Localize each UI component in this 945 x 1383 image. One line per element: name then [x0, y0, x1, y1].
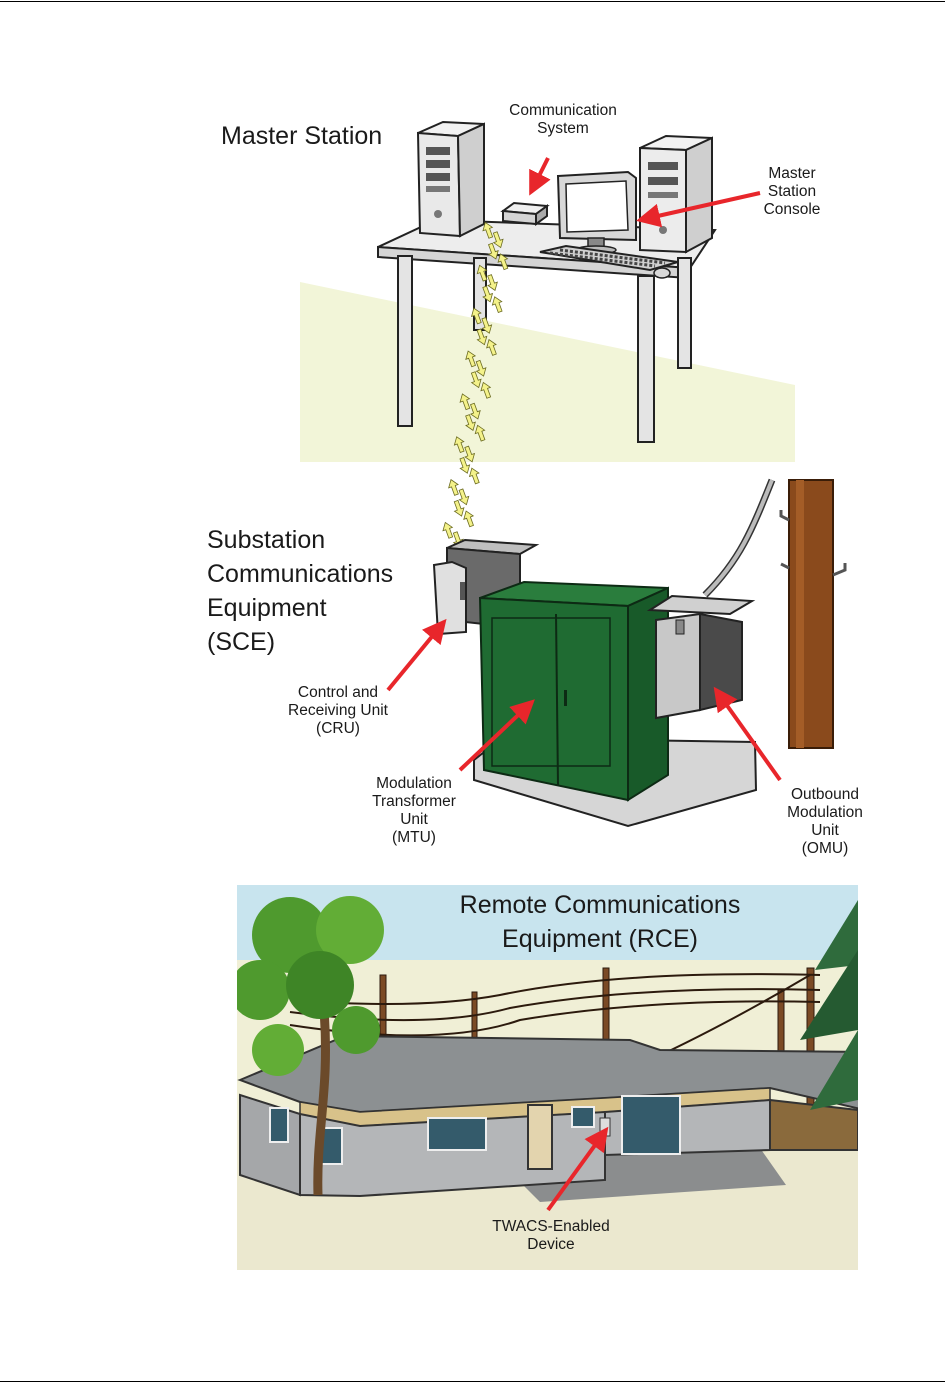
transformer-cabinet-icon: [480, 582, 668, 800]
master-station-scene: [300, 122, 795, 462]
label-twacs-device: TWACS-Enabled Device: [478, 1218, 624, 1254]
label-omu: Outbound Modulation Unit (OMU): [770, 786, 880, 858]
signal-arrow-icon: [490, 295, 505, 313]
ground-plane: [300, 282, 795, 462]
arrow-to-cru: [388, 622, 444, 690]
signal-arrow-icon: [461, 509, 476, 527]
label-sce-title: Substation Communications Equipment (SCE…: [207, 523, 393, 659]
signal-arrow-icon: [441, 521, 456, 539]
arrow-to-communication-system: [531, 158, 548, 192]
label-rce-title: Remote Communications Equipment (RCE): [420, 888, 780, 956]
signal-arrow-icon: [467, 466, 482, 484]
modem-icon: [503, 203, 547, 224]
label-communication-system: Communication System: [490, 102, 636, 138]
label-master-station: Master Station: [221, 119, 382, 153]
tower-computer-right-icon: [640, 136, 712, 252]
substation-scene: [434, 480, 845, 826]
label-master-station-console: Master Station Console: [752, 165, 832, 219]
power-cable: [705, 480, 772, 595]
label-cru: Control and Receiving Unit (CRU): [276, 684, 400, 738]
utility-pole-icon: [781, 480, 845, 748]
label-mtu: Modulation Transformer Unit (MTU): [356, 775, 472, 847]
door: [528, 1105, 552, 1169]
tower-computer-left-icon: [418, 122, 484, 236]
signal-arrow-icon: [446, 478, 461, 496]
